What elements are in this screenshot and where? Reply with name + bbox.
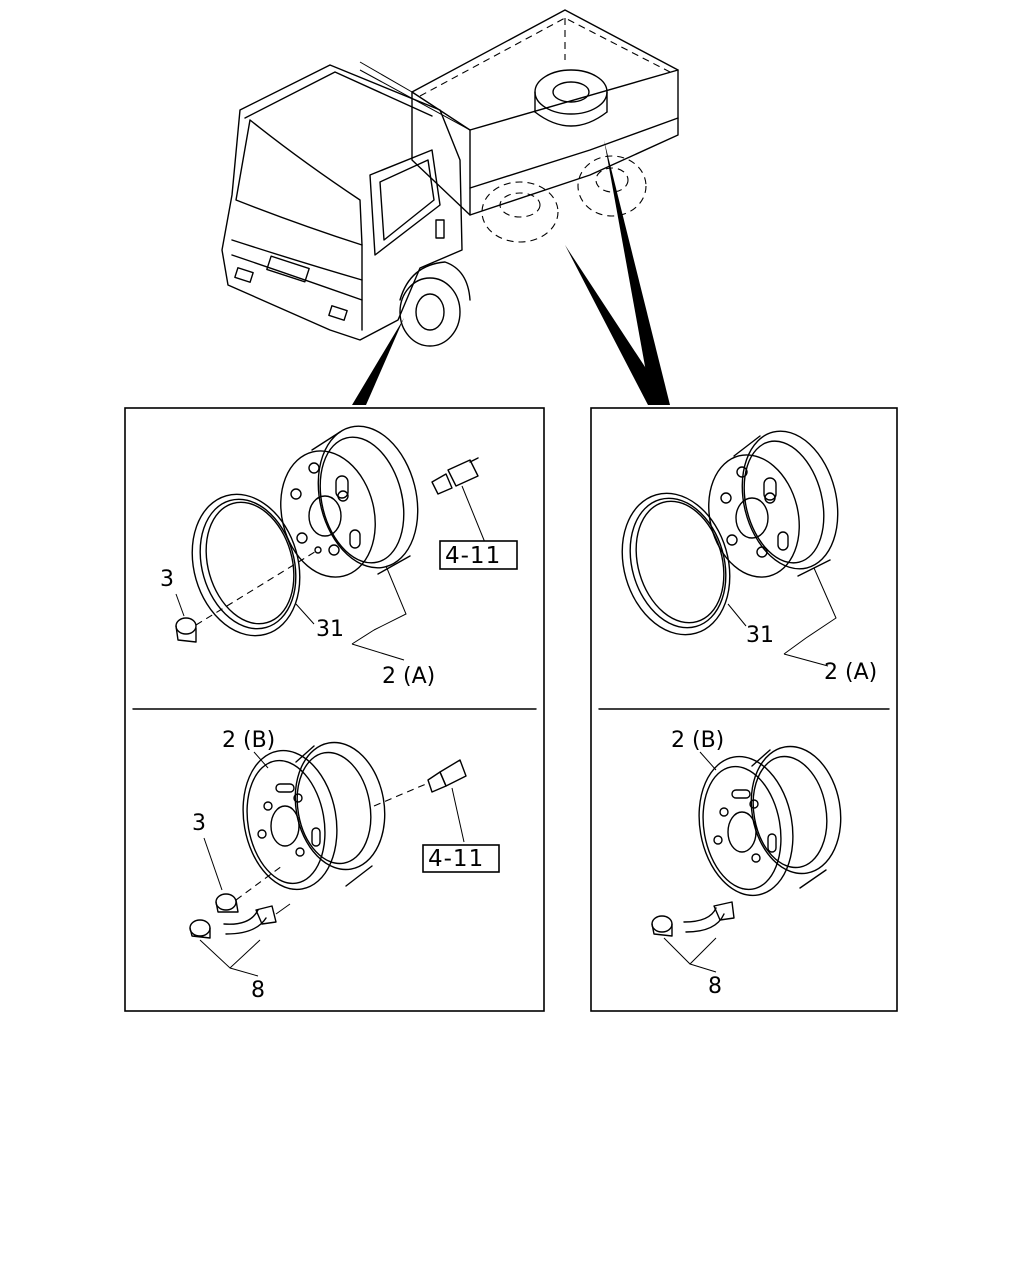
ref-box-left-bottom[interactable]	[422, 844, 500, 873]
wheel-2b-left	[242, 741, 386, 891]
truck-illustration	[221, 9, 679, 405]
label-nut-left-top: 3	[160, 567, 174, 592]
label-nut-left-bottom: 3	[192, 811, 206, 836]
tire-flap-right	[621, 492, 731, 636]
label-valve-ext-left: 8	[251, 978, 265, 1003]
label-flap-right: 31	[746, 623, 774, 648]
label-wheel-2b-right: 2 (B)	[671, 728, 724, 753]
valve-stem-left-top	[431, 457, 479, 495]
wheel-2a-left	[280, 425, 419, 578]
ref-label-left-top: 4-11	[445, 543, 501, 569]
label-wheel-2b-left: 2 (B)	[222, 728, 275, 753]
leader-dash-left-bottom	[373, 783, 427, 807]
valve-stem-left-bottom	[427, 759, 467, 793]
ref-box-left-top[interactable]	[439, 540, 518, 570]
wheel-2a-right	[708, 430, 839, 578]
label-wheel-2a-left: 2 (A)	[382, 664, 435, 689]
tire-flap-left	[191, 493, 301, 637]
valve-extension-left	[189, 905, 277, 939]
label-wheel-2a-right: 2 (A)	[824, 660, 877, 685]
wheel-2b-right	[698, 745, 842, 897]
label-valve-ext-right: 8	[708, 974, 722, 999]
valve-extension-right	[651, 901, 735, 937]
hub-nut-left-bottom	[215, 893, 239, 913]
ref-label-left-bottom: 4-11	[428, 846, 484, 872]
hub-nut-left-top	[175, 617, 197, 643]
label-flap-left: 31	[316, 617, 344, 642]
